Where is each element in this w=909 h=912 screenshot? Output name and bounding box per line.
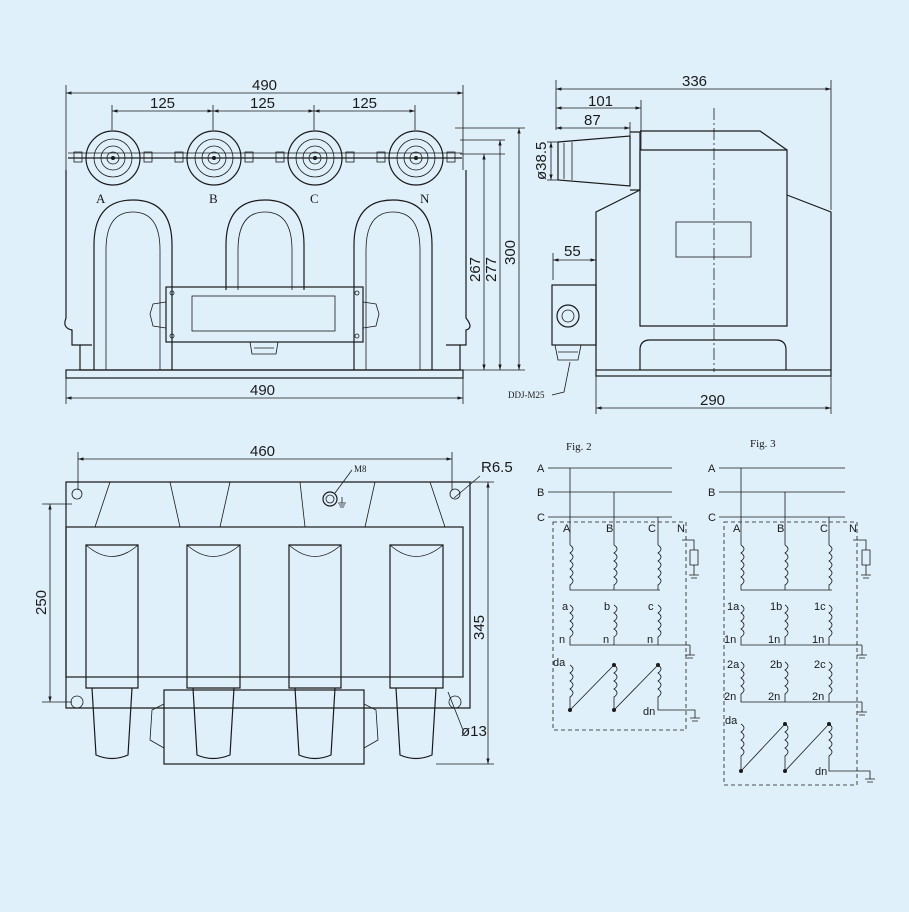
- top-view: 460 R6.5 M8: [33, 443, 513, 765]
- dim-336: 336: [682, 73, 707, 90]
- terminal-bushing-n: [388, 130, 444, 186]
- dim-pitch-2: 125: [250, 95, 275, 112]
- dim-55: 55: [564, 243, 581, 260]
- fig3-da: da: [725, 715, 738, 727]
- terminal-label-b: B: [209, 191, 218, 206]
- fig3-dn: dn: [815, 766, 827, 778]
- dim-460: 460: [250, 443, 275, 460]
- fig2-bus-b: B: [537, 487, 544, 499]
- dim-dia-13: ø13: [461, 723, 487, 740]
- fig3-w2-b: 2b: [770, 659, 782, 671]
- fig3-w1-n1: 1n: [724, 634, 736, 646]
- terminal-bushing-a: [85, 130, 141, 186]
- fig3-w1-b: 1b: [770, 601, 782, 613]
- terminal-label-c: C: [310, 191, 319, 206]
- fig3-w1-a: 1a: [727, 601, 740, 613]
- fig3-title: Fig. 3: [750, 438, 776, 450]
- fig3-prim-n: N: [849, 523, 857, 535]
- fig2-prim-c: C: [648, 523, 656, 535]
- dim-345: 345: [471, 615, 488, 640]
- dim-pitch-3: 125: [352, 95, 377, 112]
- fig3-bus-a: A: [708, 463, 716, 475]
- dim-101: 101: [588, 93, 613, 110]
- dim-87: 87: [584, 112, 601, 129]
- fig2-da: da: [553, 657, 566, 669]
- fig2-prim-a: A: [563, 523, 571, 535]
- terminal-label-n: N: [420, 191, 430, 206]
- fig3-wiring-diagram: Fig. 3 A B C A B C N 1a 1b 1c 1n 1n 1n 2…: [708, 438, 875, 786]
- fig3-w2-n3: 2n: [812, 691, 824, 703]
- fig3-w2-c: 2c: [814, 659, 826, 671]
- dim-490-top: 490: [252, 77, 277, 94]
- fig3-w1-c: 1c: [814, 601, 826, 613]
- core-1: [85, 544, 139, 760]
- dim-pitch-1: 125: [150, 95, 175, 112]
- fig2-sec-n1: n: [559, 634, 565, 646]
- fig2-sec-n2: n: [603, 634, 609, 646]
- terminal-bushing-b: [186, 130, 242, 186]
- terminal-bar-bolts: [73, 151, 456, 163]
- fig2-prim-n: N: [677, 523, 685, 535]
- core-3: [288, 544, 342, 760]
- dim-250: 250: [33, 590, 50, 615]
- dim-290: 290: [700, 392, 725, 409]
- dim-r6-5: R6.5: [481, 459, 513, 476]
- fig3-bus-c: C: [708, 512, 716, 524]
- fig2-prim-b: B: [606, 523, 613, 535]
- fig2-sec-a: a: [562, 601, 569, 613]
- dim-277: 277: [483, 257, 500, 282]
- dim-300: 300: [502, 240, 519, 265]
- fig2-sec-c: c: [648, 601, 654, 613]
- fig2-wiring-diagram: Fig. 2 A B C A B C N a b c n n n da dn: [537, 441, 700, 731]
- fig3-prim-b: B: [777, 523, 784, 535]
- ground-bolt-label: M8: [354, 464, 367, 474]
- fig3-w2-a: 2a: [727, 659, 740, 671]
- fig3-w2-n2: 2n: [768, 691, 780, 703]
- fig3-bus-b: B: [708, 487, 715, 499]
- fig3-w1-n2: 1n: [768, 634, 780, 646]
- fig3-prim-a: A: [733, 523, 741, 535]
- fig3-w1-n3: 1n: [812, 634, 824, 646]
- fig2-sec-b: b: [604, 601, 610, 613]
- fig2-title: Fig. 2: [566, 441, 592, 453]
- terminal-label-a: A: [96, 191, 106, 206]
- gland-label: DDJ-M25: [508, 390, 545, 400]
- fig2-dn: dn: [643, 706, 655, 718]
- ground-bolt-icon: [322, 491, 346, 508]
- side-view: 336 101 87 ø38.5 55 DDJ-M: [508, 73, 832, 414]
- dim-490-bottom: 490: [250, 382, 275, 399]
- fig3-w2-n1: 2n: [724, 691, 736, 703]
- fig2-bus-c: C: [537, 512, 545, 524]
- fig2-bus-a: A: [537, 463, 545, 475]
- dim-dia-38-5: ø38.5: [533, 142, 550, 180]
- fig3-prim-c: C: [820, 523, 828, 535]
- core-4: [389, 544, 444, 760]
- terminal-bushing-c: [287, 130, 343, 186]
- dim-267: 267: [467, 257, 484, 282]
- core-2: [186, 544, 241, 760]
- front-view: 490 125 125 125: [64, 77, 525, 404]
- fig2-sec-n3: n: [647, 634, 653, 646]
